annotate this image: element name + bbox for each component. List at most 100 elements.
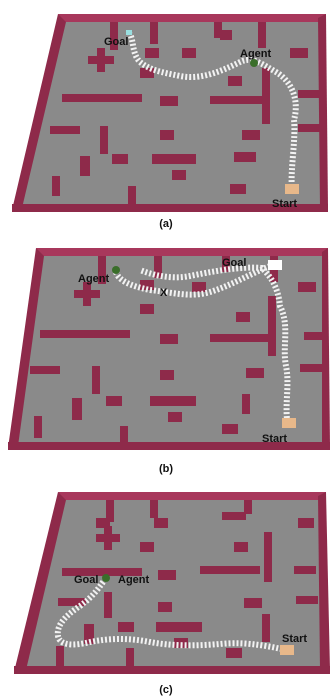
maze-block — [80, 156, 90, 176]
maze-wall — [304, 332, 324, 340]
maze-wall — [210, 96, 268, 104]
maze-wall — [97, 48, 105, 72]
agent-label: Agent — [240, 48, 272, 60]
maze-block — [220, 30, 232, 40]
maze-block — [298, 518, 314, 528]
maze-block — [192, 282, 206, 292]
maze-wall — [222, 512, 246, 520]
maze-wall — [50, 126, 80, 134]
maze-panel-b: Goal Agent X Start — [0, 236, 332, 458]
maze-block — [150, 396, 196, 406]
maze-scene-a: Goal Agent Start — [0, 0, 332, 213]
maze-wall — [264, 532, 272, 582]
maze-wall — [298, 124, 320, 132]
maze-panel-c: Goal Agent Start — [0, 482, 332, 682]
maze-block — [118, 622, 134, 632]
maze-wall — [100, 126, 108, 154]
start-marker — [285, 184, 299, 194]
maze-wall — [294, 566, 316, 574]
maze-block — [168, 412, 182, 422]
maze-wall — [296, 596, 318, 604]
maze-wall — [92, 366, 100, 394]
maze-wall — [126, 648, 134, 668]
agent-label: Agent — [118, 574, 150, 586]
maze-block — [145, 48, 159, 58]
maze-block — [222, 424, 238, 434]
maze-block — [234, 542, 248, 552]
maze-wall — [200, 566, 260, 574]
maze-block — [112, 154, 128, 164]
goal-label: Goal — [104, 36, 128, 48]
agent-label: Agent — [78, 273, 110, 285]
agent-marker — [112, 266, 120, 274]
goal-marker — [126, 30, 132, 35]
maze-wall — [58, 598, 86, 606]
maze-block — [172, 170, 186, 180]
maze-outer-wall-top — [58, 14, 326, 22]
maze-outer-wall-right — [318, 492, 330, 670]
maze-block — [158, 570, 176, 580]
maze-block — [244, 598, 262, 608]
maze-wall — [56, 646, 64, 666]
maze-outer-wall-top — [36, 248, 328, 256]
maze-wall — [83, 282, 91, 306]
maze-outer-wall-bottom — [14, 666, 330, 674]
maze-block — [290, 48, 308, 58]
agent-marker — [250, 59, 258, 67]
caption-c: (c) — [0, 684, 332, 696]
maze-block — [242, 130, 260, 140]
start-label: Start — [282, 633, 307, 645]
start-label: Start — [272, 198, 297, 210]
maze-floor — [18, 18, 322, 205]
maze-wall — [300, 364, 322, 372]
maze-block — [230, 184, 246, 194]
caption-b: (b) — [0, 463, 332, 475]
maze-wall — [268, 296, 276, 356]
maze-wall — [120, 426, 128, 446]
maze-outer-wall-right — [322, 248, 330, 446]
maze-block — [160, 130, 174, 140]
maze-wall — [30, 366, 60, 374]
x-label: X — [160, 287, 168, 299]
maze-block — [226, 648, 242, 658]
maze-block — [298, 282, 316, 292]
maze-block — [140, 542, 154, 552]
maze-block — [140, 304, 154, 314]
maze-block — [234, 152, 256, 162]
maze-wall — [104, 592, 112, 618]
maze-wall — [128, 186, 136, 206]
maze-block — [156, 622, 202, 632]
maze-block — [182, 48, 196, 58]
start-label: Start — [262, 433, 287, 445]
maze-wall — [40, 330, 130, 338]
goal-label: Goal — [74, 574, 98, 586]
caption-a: (a) — [0, 218, 332, 230]
agent-marker — [102, 574, 110, 582]
maze-wall — [150, 500, 158, 518]
maze-wall — [52, 176, 60, 196]
maze-block — [160, 370, 174, 380]
maze-scene-c: Goal Agent Start — [0, 482, 332, 682]
maze-block — [228, 76, 242, 86]
maze-block — [152, 154, 196, 164]
goal-label: Goal — [222, 257, 246, 269]
maze-block — [106, 396, 122, 406]
start-marker — [282, 418, 296, 428]
maze-wall — [150, 22, 158, 44]
maze-wall — [244, 500, 252, 514]
maze-panel-a: Goal Agent Start — [0, 0, 332, 213]
maze-wall — [62, 94, 142, 102]
maze-wall — [262, 614, 270, 642]
maze-block — [160, 334, 178, 344]
maze-block — [160, 96, 178, 106]
maze-block — [154, 518, 168, 528]
maze-wall — [210, 334, 270, 342]
maze-wall — [104, 526, 112, 550]
path-block-marker — [268, 260, 282, 270]
maze-block — [236, 312, 250, 322]
maze-wall — [242, 394, 250, 414]
start-marker — [280, 645, 294, 655]
maze-block — [72, 398, 82, 420]
maze-scene-b: Goal Agent X Start — [0, 236, 332, 458]
maze-wall — [298, 90, 320, 98]
